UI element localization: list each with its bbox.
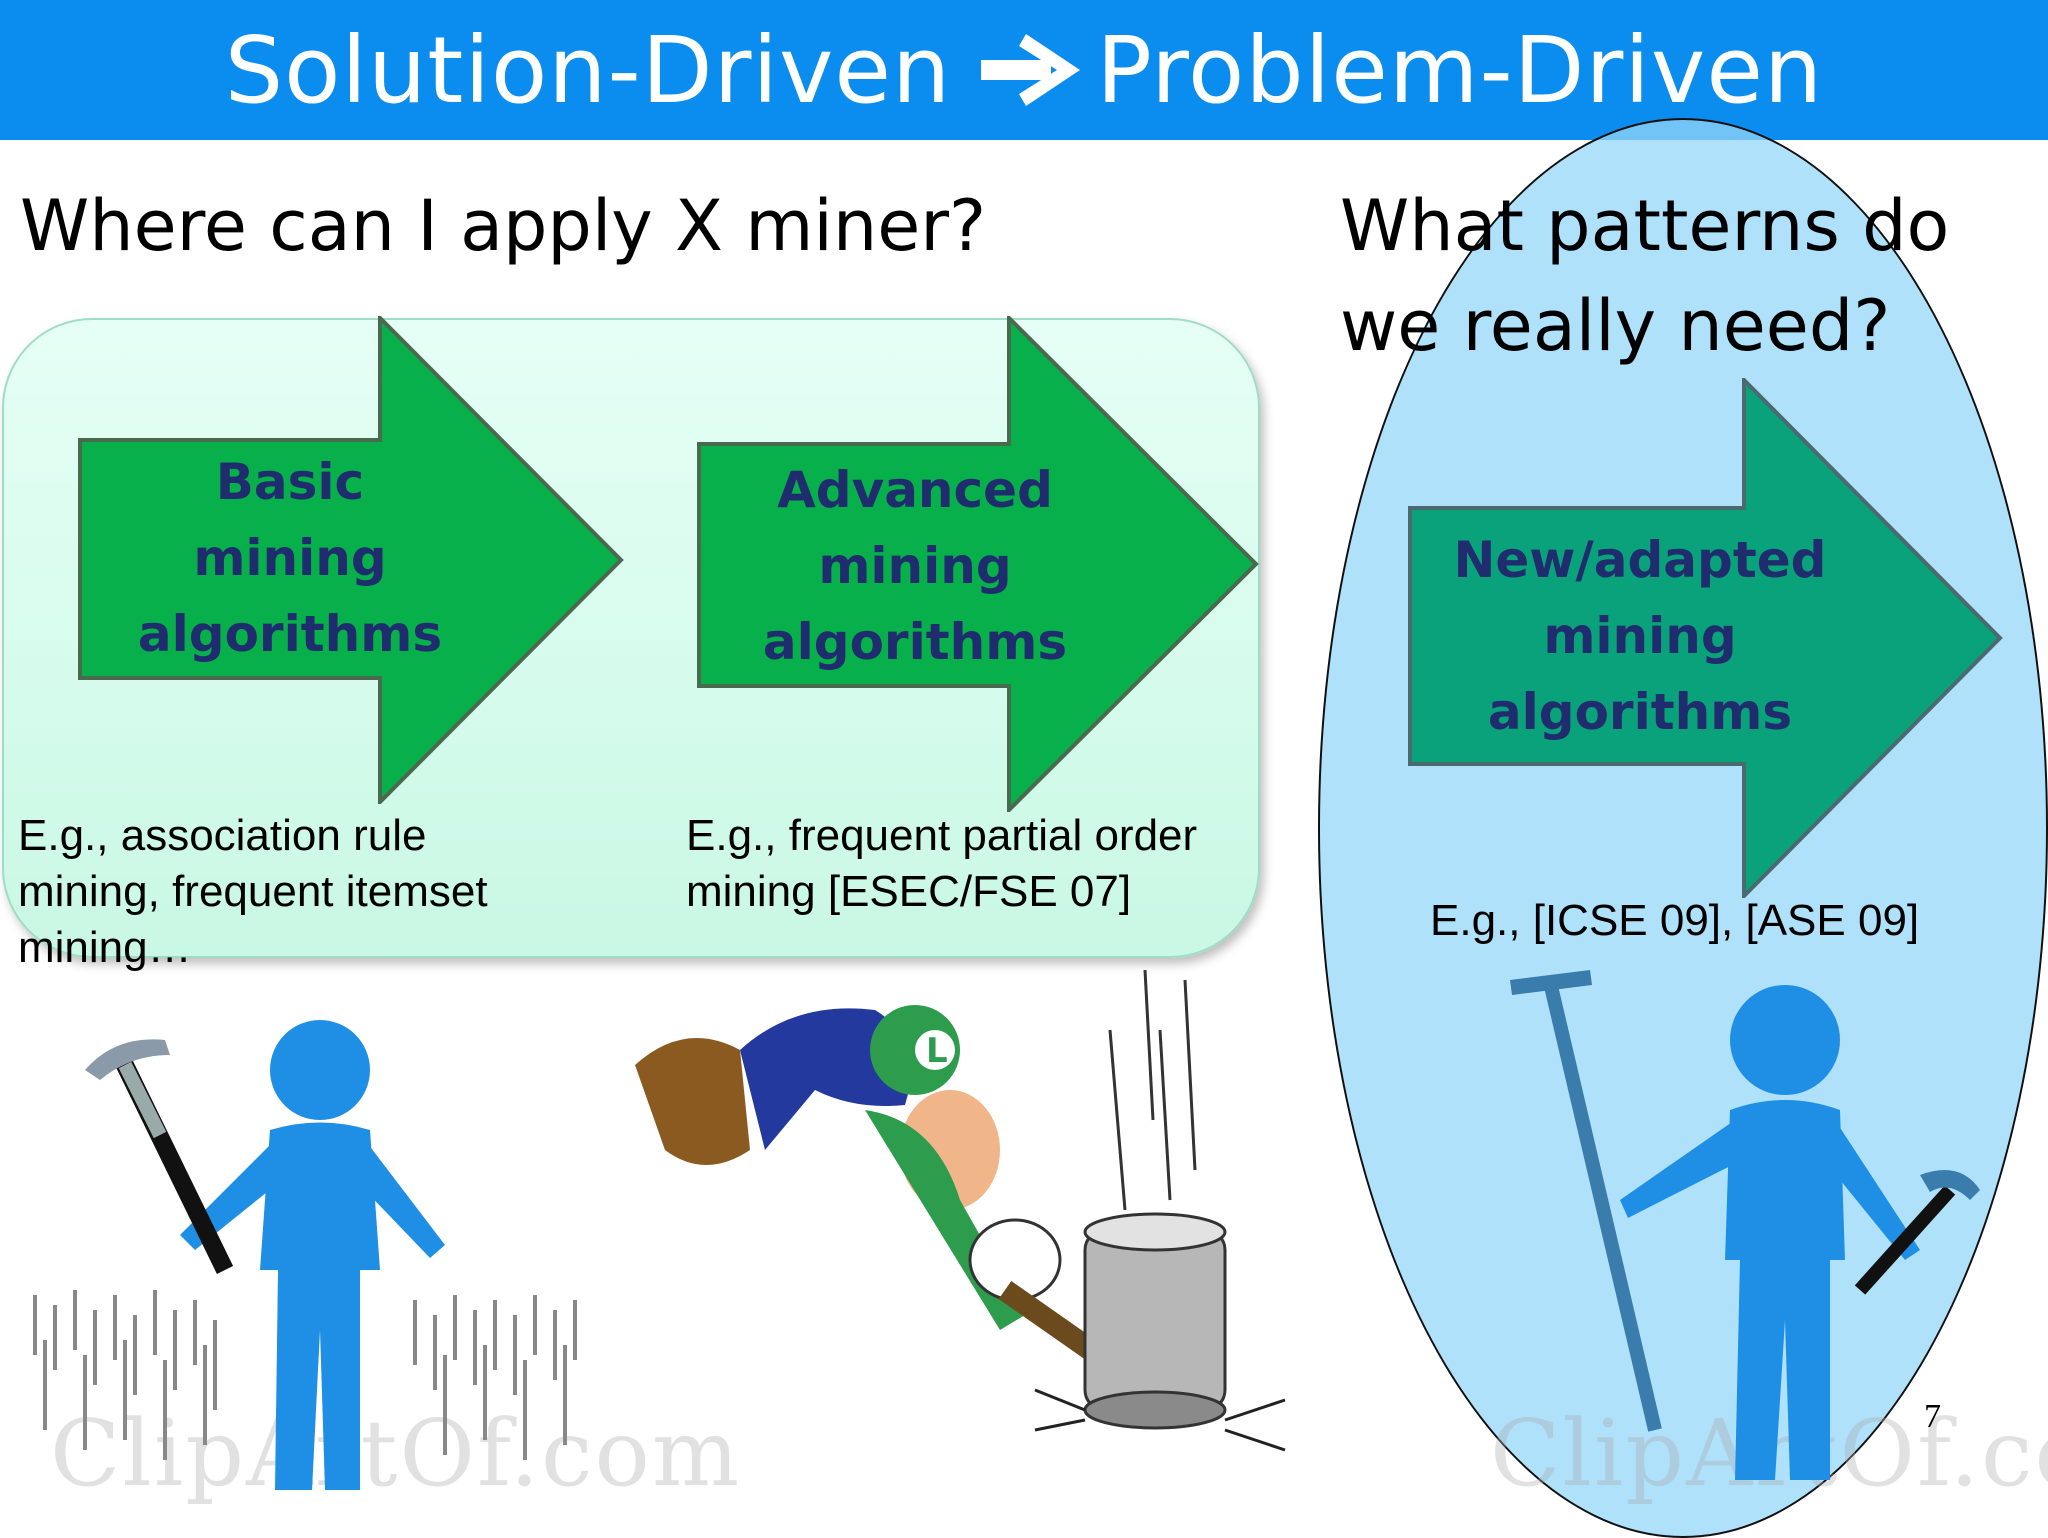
nail-icon: [1510, 970, 1662, 1432]
arrow-basic: [78, 316, 624, 804]
example-new: E.g., [ICSE 09], [ASE 09]: [1430, 896, 1920, 945]
arrow-basic-label: Basic mining algorithms: [137, 453, 443, 663]
right-arrow-icon: [981, 30, 1086, 110]
example-basic: E.g., association rule mining, frequent …: [18, 811, 488, 972]
figure-nail-hammer-illustration: [1510, 970, 1980, 1480]
arrow-advanced: [697, 316, 1259, 812]
hammer-icon: [1854, 1170, 1980, 1295]
title-right: Problem-Driven: [1096, 16, 1824, 124]
title-left: Solution-Driven: [224, 16, 952, 124]
title-bar: Solution-Driven Problem-Driven: [0, 0, 2048, 140]
arrow-new-label: New/adapted mining algorithms: [1453, 531, 1827, 741]
figure-hammer-nails-illustration: [33, 1020, 577, 1490]
highlight-ellipse: [1318, 118, 2048, 1538]
question-left: Where can I apply X miner?: [20, 185, 987, 267]
arrow-new: [1408, 378, 2003, 898]
cap-letter: L: [926, 1031, 948, 1071]
hammer-icon: [85, 1039, 234, 1274]
question-right: What patterns do we really need?: [1340, 185, 1950, 367]
example-advanced: E.g., frequent partial order mining [ESE…: [686, 811, 1198, 916]
arrow-advanced-label: Advanced mining algorithms: [762, 461, 1068, 671]
character-hammer-illustration: L: [635, 970, 1286, 1452]
page-number: 7: [1924, 1398, 1941, 1435]
